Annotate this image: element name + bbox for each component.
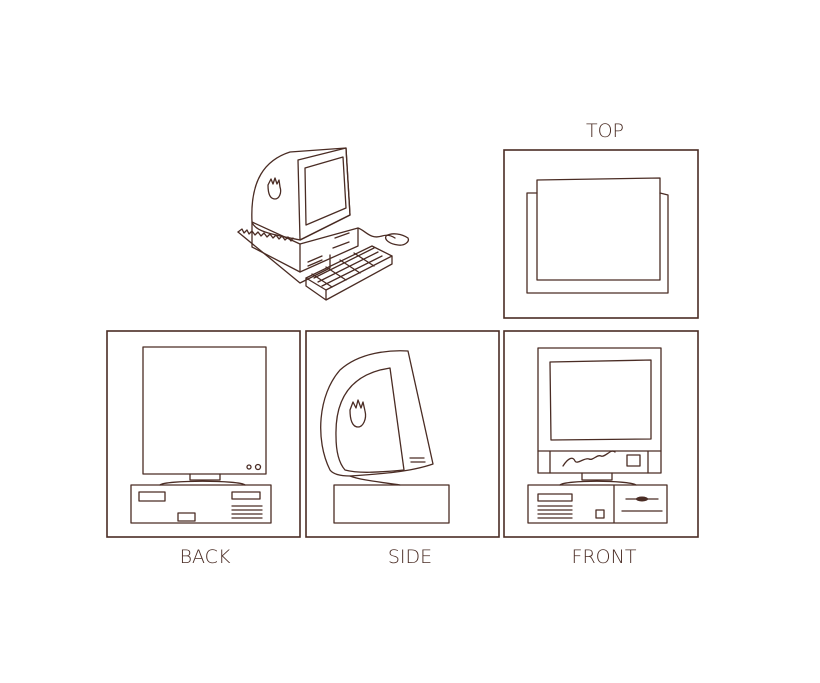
front-view-label: FRONT xyxy=(572,546,637,568)
back-view-drawing xyxy=(130,346,272,524)
side-view-label: SIDE xyxy=(388,546,432,568)
isometric-computer-illustration xyxy=(237,147,410,301)
front-view-frame xyxy=(503,330,699,538)
front-view-drawing xyxy=(527,347,668,524)
back-view-frame xyxy=(106,330,301,538)
side-view-frame xyxy=(305,330,500,538)
top-view-label: TOP xyxy=(586,120,624,142)
back-view-label: BACK xyxy=(180,546,231,568)
logo-signature xyxy=(562,450,616,467)
side-view-drawing xyxy=(320,350,450,524)
top-view-frame xyxy=(503,149,699,319)
top-view-drawing xyxy=(526,177,669,294)
